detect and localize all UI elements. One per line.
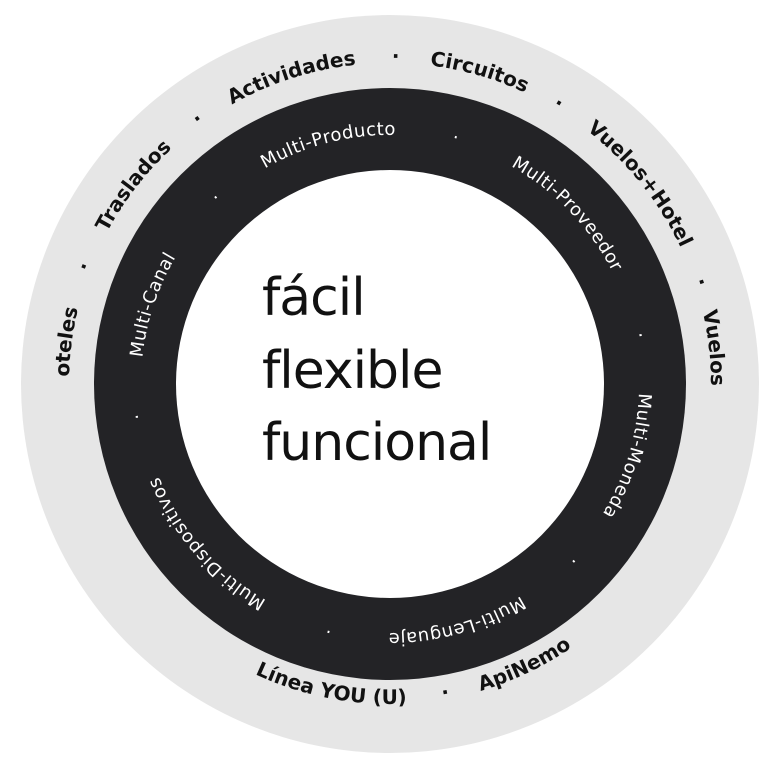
center-word-funcional: funcional (262, 413, 491, 473)
inner-ring-separator: · (629, 331, 651, 341)
inner-ring-separator-label: · (323, 620, 334, 642)
inner-ring-separator-label: · (450, 127, 461, 149)
inner-ring-separator: · (127, 412, 149, 421)
center-word-facil: fácil (262, 268, 365, 328)
inner-ring-separator-label: · (629, 331, 650, 341)
inner-ring-separator-label: · (127, 412, 148, 421)
center-circle (176, 170, 604, 598)
outer-ring-separator: · (392, 44, 400, 68)
inner-ring-separator: · (323, 620, 334, 642)
inner-ring-separator: · (450, 127, 461, 149)
outer-ring-separator-label: · (439, 680, 451, 705)
outer-ring-separator: · (439, 680, 451, 705)
center-word-flexible: flexible (262, 341, 443, 401)
outer-ring-separator-label: · (392, 44, 400, 68)
